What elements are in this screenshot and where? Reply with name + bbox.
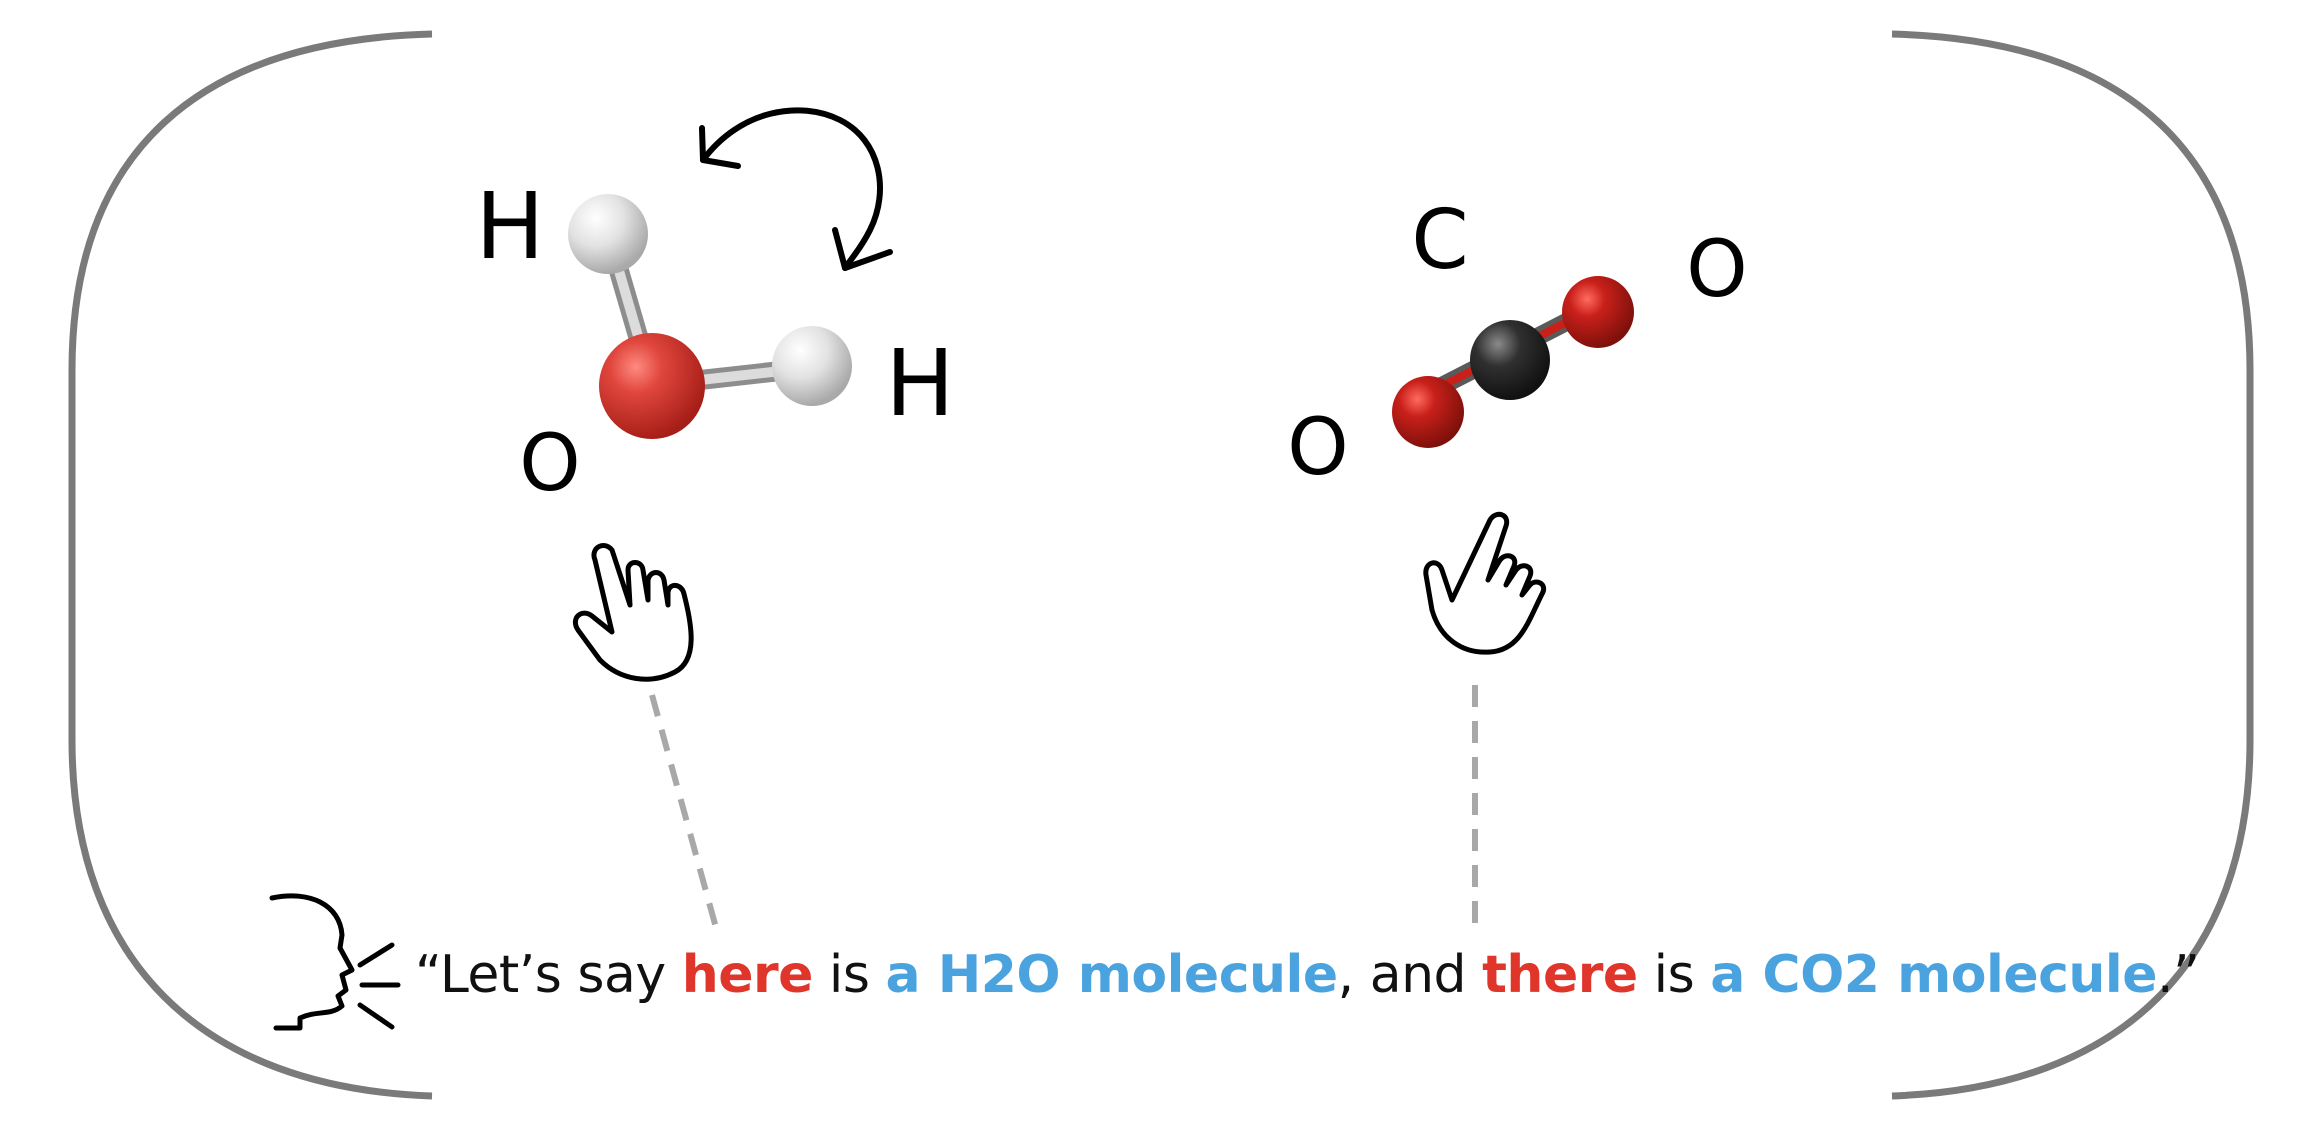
caption-and: , and: [1337, 945, 1483, 1005]
co2-oxygen-atom-right: [1562, 276, 1634, 348]
caption-sentence: “Let’s say here is a H2O molecule, and t…: [415, 930, 2200, 1020]
caption-is-2: is: [1637, 945, 1711, 1005]
caption-phrase-h2o: a H2O molecule: [885, 945, 1339, 1005]
h2o-label-o: O: [519, 419, 580, 509]
caption-is-1: is: [812, 945, 886, 1005]
h2o-hydrogen-atom-top: [568, 194, 648, 274]
caption-close: .”: [2157, 945, 2200, 1005]
rotate-arrow-icon: [699, 107, 893, 271]
caption-word-there: there: [1482, 945, 1638, 1005]
pointing-hand-icon: [572, 543, 694, 682]
co2-label-o-right: O: [1686, 225, 1747, 315]
h2o-label-h-left: H: [475, 173, 544, 280]
co2-label-c: C: [1411, 193, 1468, 288]
h2o-oxygen-atom: [599, 333, 705, 439]
pointing-hand-icon: [1423, 511, 1546, 655]
h2o-molecule: [568, 194, 852, 439]
dashed-connector-here: [649, 694, 721, 936]
speaking-head-icon: [269, 893, 401, 1031]
caption-phrase-co2: a CO2 molecule: [1710, 945, 2158, 1005]
co2-label-o-left: O: [1287, 403, 1348, 493]
co2-carbon-atom: [1470, 320, 1550, 400]
speech-caption: “Let’s say here is a H2O molecule, and t…: [0, 930, 2312, 1020]
h2o-label-h-right: H: [885, 330, 954, 437]
h2o-hydrogen-atom-right: [772, 326, 852, 406]
frame-left-bracket: [68, 30, 433, 1100]
co2-oxygen-atom-left: [1392, 376, 1464, 448]
caption-prefix: “Let’s say: [415, 945, 682, 1005]
caption-word-here: here: [681, 945, 814, 1005]
co2-molecule: [1392, 276, 1634, 448]
frame-right-bracket: [1891, 30, 2254, 1100]
